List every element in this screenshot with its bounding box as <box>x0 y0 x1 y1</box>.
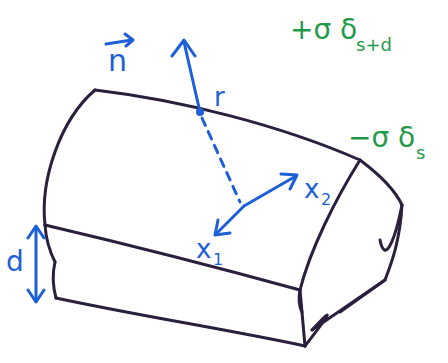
vector-label: n <box>108 46 127 76</box>
charge-subscript: s+d <box>356 36 392 54</box>
distance-label: d <box>6 248 24 276</box>
charge-subscript: s <box>416 144 425 162</box>
charge-label: +σ δ <box>290 16 357 44</box>
position-label: r <box>214 84 225 110</box>
axis-label: x <box>196 236 211 262</box>
axis-subscript: 2 <box>321 192 331 208</box>
axis-label: x <box>304 176 319 202</box>
axis-subscript: 1 <box>213 252 223 268</box>
charge-label: −σ δ <box>348 124 415 152</box>
